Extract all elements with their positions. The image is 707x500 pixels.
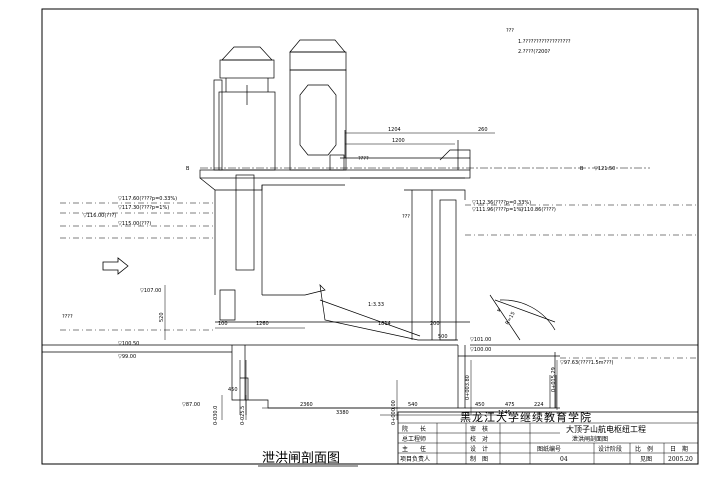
station-4: 0+003.80	[465, 375, 471, 400]
tb-r3-c3: 设 计	[470, 445, 488, 453]
tb-r4-c1: 项目负责人	[400, 455, 430, 463]
dim-1200: 1200	[392, 138, 405, 144]
elev-100-00: ▽100.00	[470, 347, 491, 353]
small-label-a: 4	[497, 308, 500, 314]
tb-r4-c3: 制 图	[470, 455, 488, 463]
tb-r2-c3: 校 对	[470, 435, 488, 443]
dim-260: 260	[478, 127, 488, 133]
hoist-roof-left	[221, 46, 273, 61]
dim-1145: 1145	[498, 410, 511, 416]
elev-110-86: ▽110.86(????)	[520, 207, 556, 213]
arc-label: R=15	[505, 311, 517, 326]
dim-2360: 2360	[300, 402, 313, 408]
dim-520: 520	[159, 312, 165, 322]
school-name: 黑龙江大学继续教育学院	[460, 410, 592, 424]
dim-1814: 1814	[378, 321, 391, 327]
slope-label: 1:3.33	[368, 302, 384, 308]
dim-450b: 450	[475, 402, 485, 408]
sheet-frame	[41, 8, 699, 465]
tb-r1-c1: 院 长	[402, 425, 426, 433]
structure-lines	[42, 39, 698, 409]
radial-gate	[489, 294, 556, 341]
gate-slot	[235, 174, 255, 271]
flow-arrow-icon	[102, 257, 129, 275]
dim-540: 540	[408, 402, 418, 408]
weir-crest	[262, 284, 458, 341]
hoist-cap-left	[219, 59, 275, 79]
elev-97-63: ▽97.63(????1.5m???)	[560, 360, 614, 366]
dim-500: 500	[438, 334, 448, 340]
station-1: 0-030.0	[213, 406, 219, 425]
elev-112-36: ▽112.36(????p=0.33%)	[472, 200, 531, 206]
elev-87-00: ▽87.00	[182, 402, 200, 408]
hdr-date: 日 期	[670, 445, 688, 453]
tb-r3-c1: 主 任	[402, 445, 426, 453]
dim-3380: 3380	[336, 410, 349, 416]
water-lines	[60, 202, 698, 359]
gate-label: ????	[358, 156, 369, 162]
dim-100: 100	[218, 321, 228, 327]
elev-121-50: ▽121.50	[594, 166, 615, 172]
note-mark: ???	[506, 28, 514, 34]
hdr-scale: 比 例	[635, 445, 653, 453]
hoist-roof-right	[289, 39, 346, 53]
val-scale: 见图	[640, 456, 652, 463]
section-mark-right: B	[580, 166, 584, 172]
val-date: 2005.20	[668, 456, 693, 463]
station-2: 0-025.5	[240, 406, 246, 425]
elev-99-00: ▽99.00	[118, 354, 136, 360]
dim-224: 224	[534, 402, 544, 408]
bridge-deck	[199, 169, 471, 179]
note-line-1: 1.??????????????????	[518, 39, 571, 45]
val-drawing-no: 04	[560, 456, 568, 463]
dim-1260: 1260	[256, 321, 269, 327]
elev-101-00: ▽101.00	[470, 337, 491, 343]
cutoff-wall	[239, 360, 557, 415]
drawing-title: 泄洪闸剖面图	[262, 451, 340, 466]
mid-label: ???	[402, 214, 410, 220]
section-mark-left: B	[186, 166, 190, 172]
tb-r1-c3: 审 核	[470, 425, 488, 433]
elev-117-30: ▽117.30(????p=1%)	[118, 205, 169, 211]
project-name: 大顶子山航电枢纽工程	[566, 424, 646, 434]
dimension-lines	[164, 132, 560, 420]
elev-107-00: ▽107.00	[140, 288, 161, 294]
tb-r2-c1: 总工程师	[402, 435, 426, 443]
title-block: 黑龙江大学继续教育学院 院 长 审 核 总工程师 校 对 主 任 设 计 项目负…	[397, 410, 699, 465]
dim-475: 475	[505, 402, 515, 408]
upstream-wl-label: ????	[62, 314, 73, 320]
elev-117-60: ▽117.60(????p=0.33%)	[118, 196, 177, 202]
elev-115-00: ▽115.00(???)	[118, 221, 151, 227]
sheet-title: 泄洪闸剖面图	[572, 435, 608, 443]
annotation-labels: ??? 1.?????????????????? 2.????(?200? B …	[62, 28, 615, 425]
elev-111-96: ▽111.96(????p=1%)	[472, 207, 523, 213]
elev-100-50: ▽100.50	[118, 341, 139, 347]
dim-1204: 1204	[388, 127, 401, 133]
small-label-b: 450	[228, 387, 238, 393]
dim-200: 200	[430, 321, 440, 327]
hdr-drawing-no: 图纸编号	[537, 445, 561, 453]
elev-116-00: ▽116.00(???)	[83, 213, 116, 219]
hdr-design-stage: 设计阶段	[598, 445, 622, 453]
station-5: 0+015.29	[551, 367, 557, 392]
station-3: 0+000.00	[391, 400, 397, 425]
note-line-2: 2.????(?200?	[518, 49, 551, 55]
